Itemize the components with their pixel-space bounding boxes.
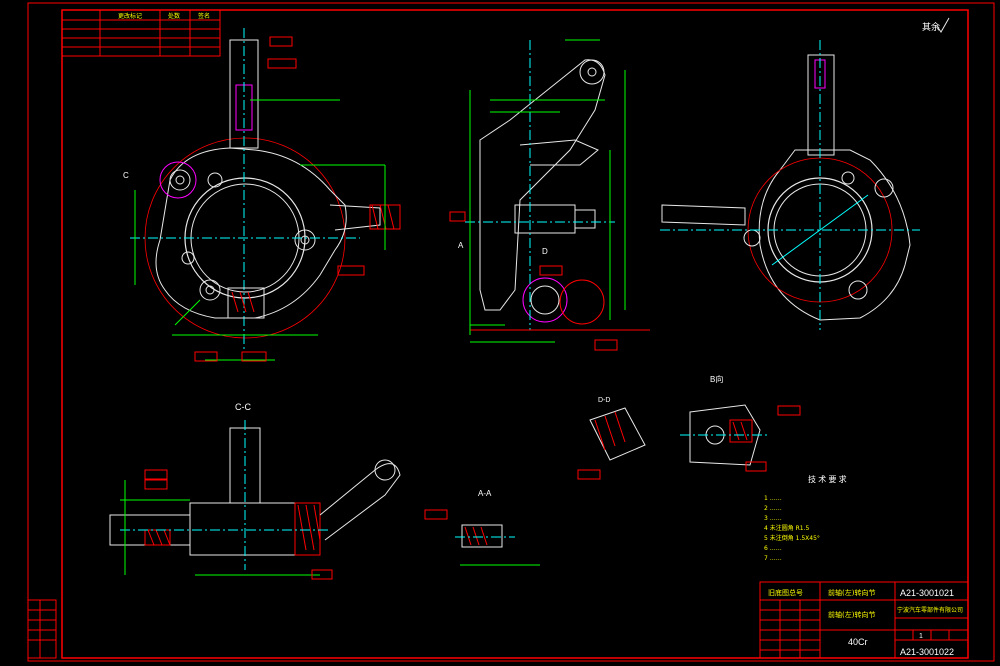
revision-col-1: 更改标记 (118, 12, 142, 20)
section-dd: D-D (577, 397, 646, 480)
tech-req-title: 技 术 要 求 (808, 474, 847, 484)
section-aa-label: A-A (478, 489, 492, 498)
part-name-mid: 前轴(左)转向节 (828, 610, 875, 619)
view-b-label: B向 (710, 374, 723, 384)
front-view: C (123, 28, 401, 362)
rear-view (660, 40, 920, 330)
view-a-marker: A (458, 241, 464, 250)
tech-req-2: 2 …… (764, 505, 782, 512)
drawing-no-top: A21-3001021 (900, 588, 954, 598)
section-dd-label: D-D (598, 397, 610, 404)
tech-req-1: 1 …… (764, 495, 782, 502)
tech-req-7: 7 …… (764, 555, 782, 562)
left-margin-table (27, 599, 57, 659)
view-c-marker: C (123, 171, 129, 180)
section-aa: A-A (424, 489, 540, 566)
section-cc: C-C (109, 402, 401, 580)
tech-req-6: 6 …… (764, 545, 782, 552)
title-block: 旧底图总号 前轴(左)转向节 A21-3001021 前轴(左)转向节 宁波汽车… (759, 581, 969, 659)
side-view: A D (449, 39, 650, 351)
view-b: B向 (680, 374, 801, 472)
drawing-no-bottom: A21-3001022 (900, 647, 954, 657)
revision-col-2: 处数 (168, 12, 180, 20)
company-name: 宁波汽车零部件有限公司 (897, 606, 963, 614)
tech-req-4: 4 未注圆角 R1.5 (764, 524, 810, 532)
scale-value: 1 (919, 633, 923, 640)
tech-req-5: 5 未注倒角 1.5X45° (764, 534, 820, 542)
technical-requirements: 技 术 要 求 1 …… 2 …… 3 …… 4 未注圆角 R1.5 5 未注倒… (764, 474, 847, 562)
inner-frame (61, 9, 969, 659)
view-d-marker: D (542, 247, 548, 256)
section-cc-label: C-C (235, 402, 251, 412)
revision-table: 更改标记 处数 签名 (61, 9, 221, 57)
material: 40Cr (848, 637, 868, 647)
roughness-note: 其余 (922, 17, 950, 33)
part-name-top: 前轴(左)转向节 (828, 588, 875, 597)
old-drawing-label: 旧底图总号 (768, 588, 803, 597)
tech-req-3: 3 …… (764, 515, 782, 522)
outer-frame (27, 2, 995, 662)
revision-col-3: 签名 (198, 12, 210, 20)
roughness-text: 其余 (922, 21, 940, 32)
